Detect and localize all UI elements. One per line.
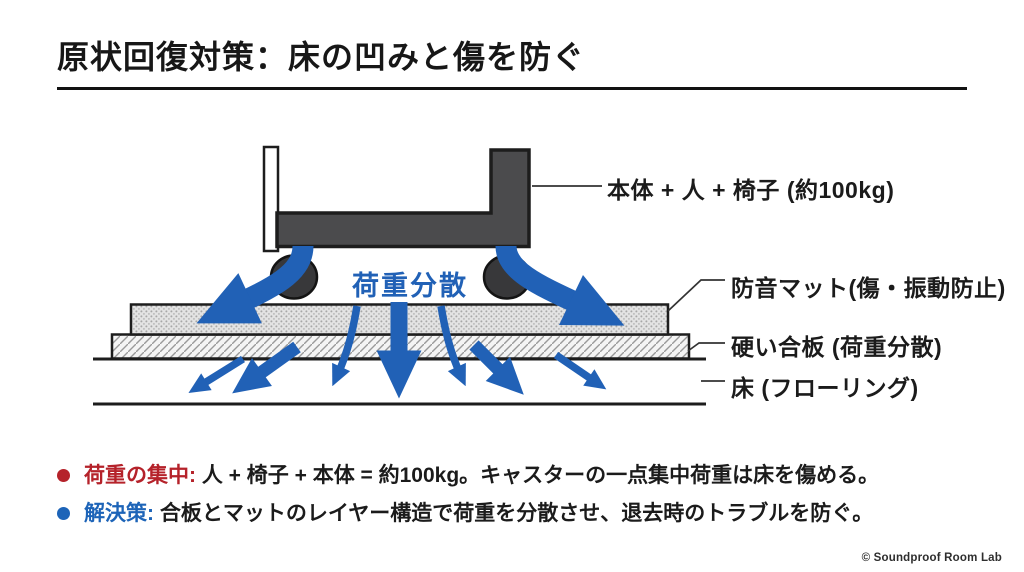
arrow-curve-left-icon <box>196 244 314 324</box>
arrow-inner-left-icon <box>332 305 361 387</box>
booth-left-panel <box>262 145 280 253</box>
load-arrows <box>188 244 625 399</box>
arrow-floor-right-thin-icon <box>553 351 607 390</box>
red-bullet-icon <box>57 469 70 482</box>
booth-body-shape <box>275 148 531 249</box>
arrow-floor-right-thick-icon <box>469 340 524 395</box>
label-floor: 床 (フローリング) <box>731 375 919 401</box>
bullet-load-concentration: 荷重の集中: 人 + 椅子 + 本体 = 約100kg。キャスターの一点集中荷重… <box>57 461 987 490</box>
leader-mat <box>667 279 725 312</box>
leader-plywood <box>687 342 725 352</box>
credit-watermark: © Soundproof Room Lab <box>861 552 1002 564</box>
bullet-solution-lead: 解決策: <box>84 502 154 525</box>
bullet-solution: 解決策: 合板とマットのレイヤー構造で荷重を分散させ、退去時のトラブルを防ぐ。 <box>57 499 987 528</box>
arrow-inner-right-icon <box>437 305 466 387</box>
bullet-load-lead: 荷重の集中: <box>84 464 196 487</box>
label-plywood: 硬い合板 (荷重分散) <box>731 334 943 360</box>
bullet-load-concentration-text: 荷重の集中: 人 + 椅子 + 本体 = 約100kg。キャスターの一点集中荷重… <box>84 461 879 490</box>
bullet-solution-text: 解決策: 合板とマットのレイヤー構造で荷重を分散させ、退去時のトラブルを防ぐ。 <box>84 499 873 528</box>
arrow-floor-left-thin-icon <box>188 355 245 393</box>
arrow-curve-right-icon <box>495 244 625 326</box>
title-underline <box>57 87 967 90</box>
label-soundproof-mat: 防音マット(傷・振動防止) <box>731 275 1006 301</box>
bullet-load-body: 人 + 椅子 + 本体 = 約100kg。キャスターの一点集中荷重は床を傷める。 <box>196 464 880 487</box>
blue-bullet-icon <box>57 507 70 520</box>
arrow-floor-left-thick-icon <box>232 341 301 394</box>
leader-lines <box>532 185 725 382</box>
summary-bullets: 荷重の集中: 人 + 椅子 + 本体 = 約100kg。キャスターの一点集中荷重… <box>57 461 987 537</box>
page-title: 原状回復対策：床の凹みと傷を防ぐ <box>57 39 586 75</box>
label-unit-weight: 本体 + 人 + 椅子 (約100kg) <box>607 177 895 203</box>
load-distribution-label: 荷重分散 <box>352 271 468 301</box>
bullet-solution-body: 合板とマットのレイヤー構造で荷重を分散させ、退去時のトラブルを防ぐ。 <box>154 502 874 525</box>
